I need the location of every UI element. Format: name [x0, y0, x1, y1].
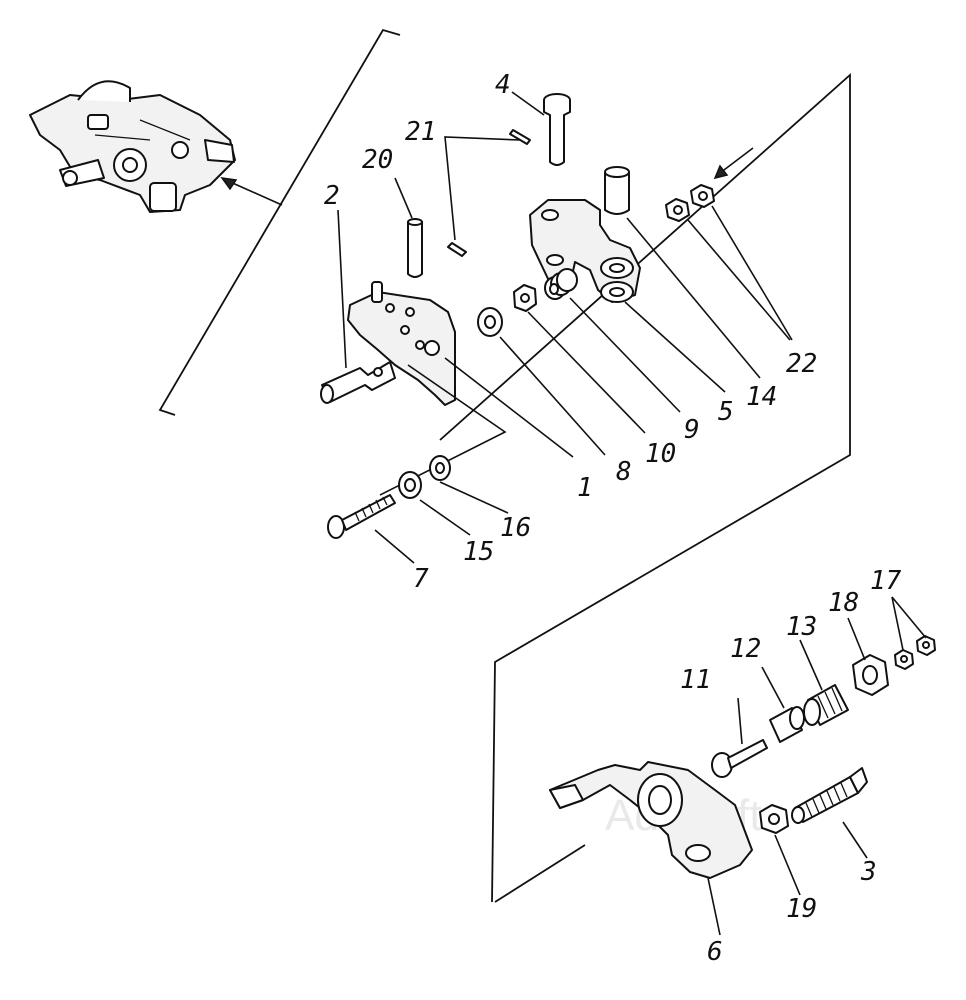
frame-lines [158, 28, 851, 903]
part-4-pin [543, 93, 571, 166]
callout-14: 14 [746, 382, 777, 412]
callout-21: 21 [405, 117, 436, 147]
callout-15: 15 [463, 537, 494, 567]
callout-16: 16 [500, 513, 531, 543]
callout-10: 10 [645, 439, 676, 469]
part-11-bolt [711, 739, 768, 778]
part-8-collar [477, 307, 503, 337]
callout-3: 3 [860, 857, 877, 887]
callout-2: 2 [324, 181, 340, 211]
assembly-arrow [227, 180, 283, 206]
part-9-spring [544, 268, 578, 300]
callout-6: 6 [707, 937, 723, 967]
callout-19: 19 [786, 894, 817, 924]
callout-20: 20 [362, 145, 393, 175]
part-14-spacer [604, 166, 630, 215]
leader-lines [337, 91, 927, 936]
callout-18: 18 [828, 588, 859, 618]
arrow-22-head [713, 164, 729, 180]
part-1-detail-line [379, 364, 507, 496]
arrow-22-leader [719, 147, 754, 174]
callout-11: 11 [680, 665, 711, 695]
part-18-large-nut [852, 654, 889, 696]
part-21-split-pin [447, 129, 531, 257]
part-7-screw [327, 494, 396, 539]
callout-4: 4 [495, 70, 511, 100]
assembled-unit-illustration [29, 80, 236, 213]
part-6-lever [549, 761, 753, 879]
callout-7: 7 [413, 564, 429, 594]
part-19-hex-nut [759, 804, 789, 834]
callout-5: 5 [718, 397, 734, 427]
part-3-adjusting-screw [791, 767, 868, 824]
callout-22: 22 [786, 349, 817, 379]
callout-1: 1 [577, 473, 593, 503]
assembly-arrow-head [220, 177, 238, 191]
callout-17: 17 [870, 566, 902, 596]
part-2-shaft [320, 361, 396, 404]
part-20-dowel-pin [407, 218, 423, 278]
part-12-sleeve [769, 706, 805, 743]
part-13-threaded-bushing [803, 684, 849, 726]
callout-labels: 4 21 20 2 22 14 5 9 10 8 1 16 15 7 17 18… [324, 70, 902, 967]
callout-8: 8 [616, 457, 632, 487]
part-22-nuts [665, 184, 715, 222]
part-16-washer [429, 455, 451, 481]
part-15-nut [398, 471, 422, 499]
callout-13: 13 [786, 612, 817, 642]
part-1-main-block [347, 281, 456, 406]
part-10-flanged-nut [513, 284, 537, 312]
callout-12: 12 [730, 634, 761, 664]
callout-9: 9 [684, 415, 700, 445]
